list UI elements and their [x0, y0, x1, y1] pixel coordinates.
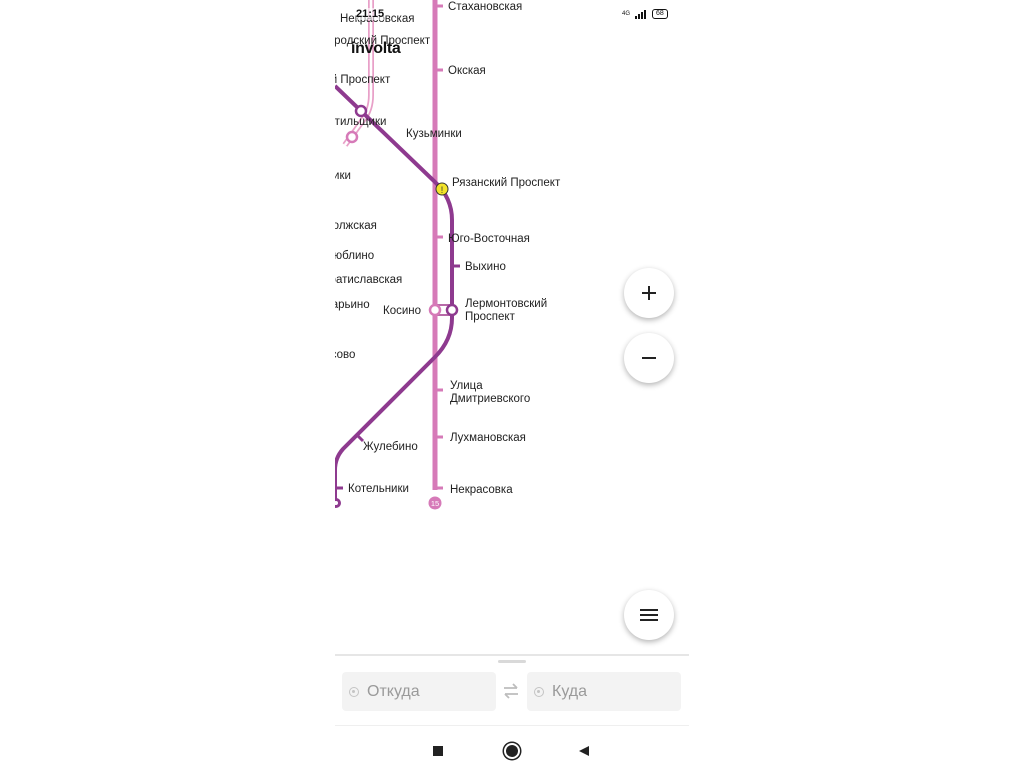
- to-input[interactable]: [552, 682, 672, 701]
- battery-level: 68: [656, 10, 664, 17]
- tick-kuzminki: [394, 142, 404, 152]
- label-tekstilshchiki[interactable]: Текстильщики: [335, 116, 386, 128]
- route-bottom-sheet: [335, 654, 689, 767]
- zoom-out-button[interactable]: [624, 333, 674, 383]
- label-yugo-vostochnaya[interactable]: Юго-Восточная: [448, 233, 530, 245]
- status-icons: 4G 68: [622, 9, 668, 19]
- circle-icon: [506, 745, 518, 757]
- label-kosino[interactable]: Косино: [383, 305, 421, 317]
- transfer-tekstilshchiki[interactable]: [354, 104, 368, 118]
- label-borisovo[interactable]: Борисово: [335, 349, 355, 361]
- hamburger-icon: [640, 609, 658, 621]
- label-bratislavskaya[interactable]: Братиславская: [335, 274, 402, 286]
- zoom-in-button[interactable]: [624, 268, 674, 318]
- network-label: 4G: [622, 11, 631, 17]
- label-maryino[interactable]: Марьино: [335, 299, 370, 311]
- metro-map[interactable]: ! 15 Некрасовская Стахановская Нижегород…: [335, 0, 689, 650]
- swap-button[interactable]: [500, 680, 522, 702]
- sheet-divider: [335, 725, 689, 726]
- transfer-lermontovsky[interactable]: [445, 303, 459, 317]
- battery-icon: 68: [652, 9, 668, 19]
- label-okskaya[interactable]: Окская: [448, 65, 486, 77]
- radio-to-icon: [534, 686, 544, 697]
- label-nizhegorodsky[interactable]: Нижегородский Проспект: [335, 35, 431, 47]
- label-volgogradsky[interactable]: Волгоградский Проспект: [335, 74, 391, 86]
- line-15-badge-label: 15: [431, 499, 439, 508]
- label-zhulebino[interactable]: Жулебино: [363, 441, 418, 453]
- status-time: 21:15: [356, 8, 385, 20]
- from-input[interactable]: [367, 682, 487, 701]
- label-stakhanovskaya[interactable]: Стахановская: [448, 1, 522, 13]
- label-volzhskaya[interactable]: Волжская: [335, 220, 377, 232]
- transfer-ryazansky-mark: !: [441, 185, 444, 195]
- label-nekrasovka[interactable]: Некрасовка: [450, 484, 513, 496]
- label-dmitrievskogo-2[interactable]: Дмитриевского: [450, 393, 530, 405]
- triangle-back-icon: [579, 746, 589, 756]
- involta-logo: involta: [351, 40, 401, 57]
- label-lyublino[interactable]: Люблино: [335, 250, 374, 262]
- metro-app-screen: ! 15 Некрасовская Стахановская Нижегород…: [335, 0, 689, 767]
- plus-icon: [642, 286, 656, 300]
- signal-icon: [635, 9, 647, 19]
- sheet-drag-handle[interactable]: [498, 660, 526, 663]
- label-pechatniki[interactable]: Печатники: [335, 170, 351, 182]
- line-7-track: [335, 84, 454, 503]
- tick-zhulebino: [355, 433, 365, 443]
- transfer-tekstilshchiki-pink[interactable]: [345, 130, 359, 144]
- from-field[interactable]: [342, 672, 496, 711]
- end-kotelniki-inner: [335, 501, 338, 505]
- label-kotelniki[interactable]: Котельники: [348, 483, 409, 495]
- to-field[interactable]: [527, 672, 681, 711]
- transfer-kosino[interactable]: [428, 303, 442, 317]
- radio-from-icon: [349, 686, 359, 697]
- square-icon: [433, 746, 443, 756]
- nav-recent-button[interactable]: [427, 740, 449, 762]
- swap-arrows-icon: [504, 683, 518, 699]
- line-15-badge: [428, 496, 442, 510]
- label-kuzminki[interactable]: Кузьминки: [406, 128, 462, 140]
- label-ryazansky[interactable]: Рязанский Проспект: [452, 177, 561, 189]
- menu-button[interactable]: [624, 590, 674, 640]
- label-lukhmanovskaya[interactable]: Лухмановская: [450, 432, 526, 444]
- label-vykhino[interactable]: Выхино: [465, 261, 506, 273]
- minus-icon: [642, 357, 656, 359]
- transfer-ryazansky[interactable]: [435, 182, 449, 196]
- label-dmitrievskogo-1[interactable]: Улица: [450, 380, 483, 392]
- line-pink-outline-top-left-inner: [343, 0, 373, 146]
- nav-back-button[interactable]: [573, 740, 595, 762]
- label-lermontovsky-2[interactable]: Проспект: [465, 311, 516, 323]
- label-lermontovsky-1[interactable]: Лермонтовский: [465, 298, 547, 310]
- nav-home-button[interactable]: [501, 740, 523, 762]
